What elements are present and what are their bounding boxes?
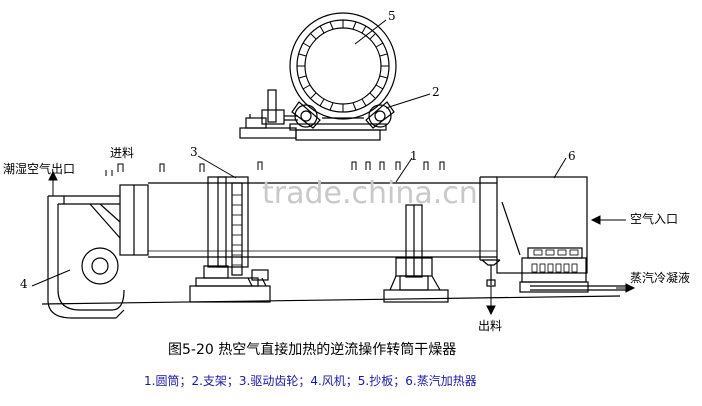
label-discharge: 出料 [478, 319, 503, 333]
callout-1: 1 [410, 149, 418, 163]
flights-row [105, 161, 445, 176]
drum-end-view [289, 12, 397, 120]
ground-line [41, 295, 621, 305]
leader-lines [31, 19, 636, 316]
callout-3: 3 [190, 145, 198, 159]
callout-2: 2 [432, 85, 440, 99]
drive-unit [239, 89, 298, 139]
label-exhaust-outlet: 潮湿空气出口 [3, 162, 76, 176]
callout-5: 5 [388, 9, 396, 23]
support-stand [289, 101, 395, 141]
steam-heater [519, 247, 626, 293]
label-condensate: 蒸汽冷凝液 [630, 271, 691, 285]
watermark-text: trade.china.cn [262, 176, 478, 211]
label-feed: 进料 [110, 146, 135, 160]
callout-6: 6 [568, 149, 576, 163]
drum-side-view [119, 176, 588, 287]
figure-legend: 1.圆筒；2.支架；3.驱动齿轮；4.风机；5.抄板；6.蒸汽加热器 [144, 374, 477, 388]
riding-ring-support [383, 204, 449, 303]
figure-caption: 图5-20 热空气直接加热的逆流操作转筒干燥器 [168, 342, 457, 358]
drive-gear-section [189, 176, 271, 303]
exhaust-duct-and-fan [47, 195, 125, 319]
label-air-inlet: 空气入口 [630, 212, 679, 226]
callout-4: 4 [20, 277, 28, 291]
